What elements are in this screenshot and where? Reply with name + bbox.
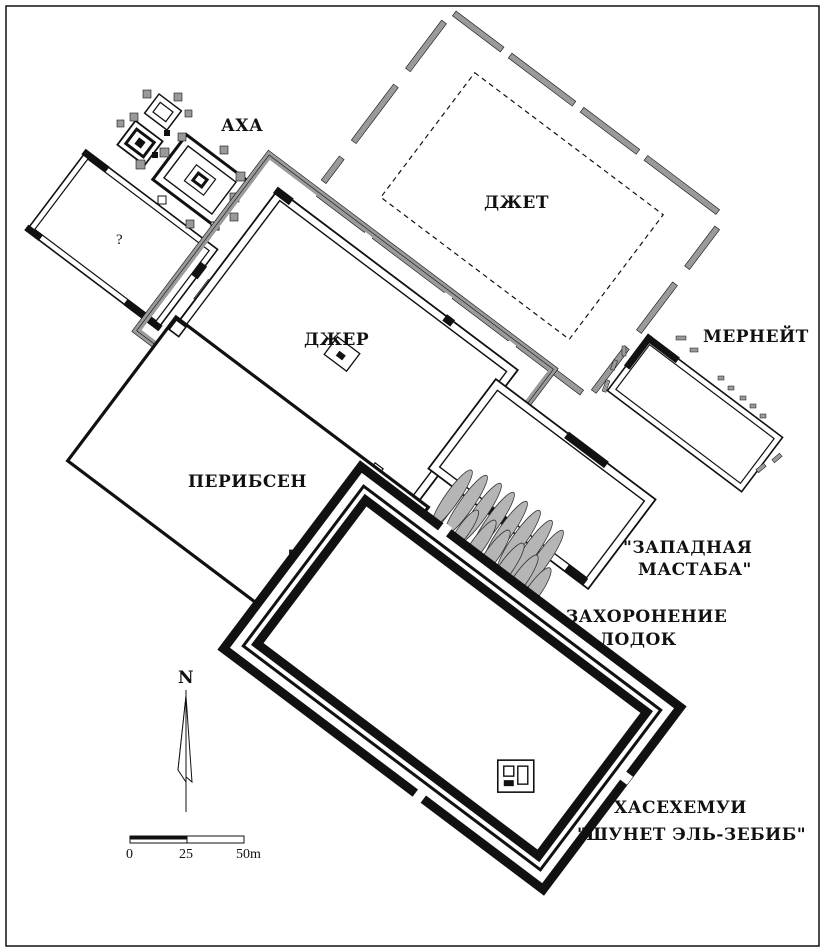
label-west-mastaba-line2: МАСТАБА" (638, 560, 752, 580)
boat-burials (431, 469, 564, 615)
label-khasekhemwy-line1: ХАСЕХЕМУИ (614, 798, 747, 818)
label-peribsen: ПЕРИБСЕН (188, 472, 307, 492)
label-djer: ДЖЕР (304, 330, 369, 350)
label-khasekhemwy-line2: "ШУНЕТ ЭЛЬ-ЗЕБИБ" (577, 825, 806, 845)
khasekhemwy-enclosure (217, 460, 687, 896)
label-unknown-enclosure: ? (116, 232, 123, 248)
label-west-mastaba-line1: "ЗАПАДНАЯ (623, 538, 752, 558)
label-boats-line1: ЗАХОРОНЕНИЕ (566, 607, 727, 627)
scale-bar (129, 835, 245, 844)
label-boats-line2: ЛОДОК (599, 630, 677, 650)
north-arrow (177, 690, 193, 812)
north-arrow-label: N (178, 668, 194, 688)
label-merneit: МЕРНЕЙТ (703, 325, 809, 347)
scale-tick-0: 0 (126, 847, 133, 862)
scale-tick-50: 50m (236, 847, 261, 862)
label-aha: АХА (221, 116, 263, 136)
merneit-enclosure (601, 333, 784, 493)
label-djet: ДЖЕТ (484, 193, 549, 213)
scale-tick-25: 25 (179, 847, 193, 862)
